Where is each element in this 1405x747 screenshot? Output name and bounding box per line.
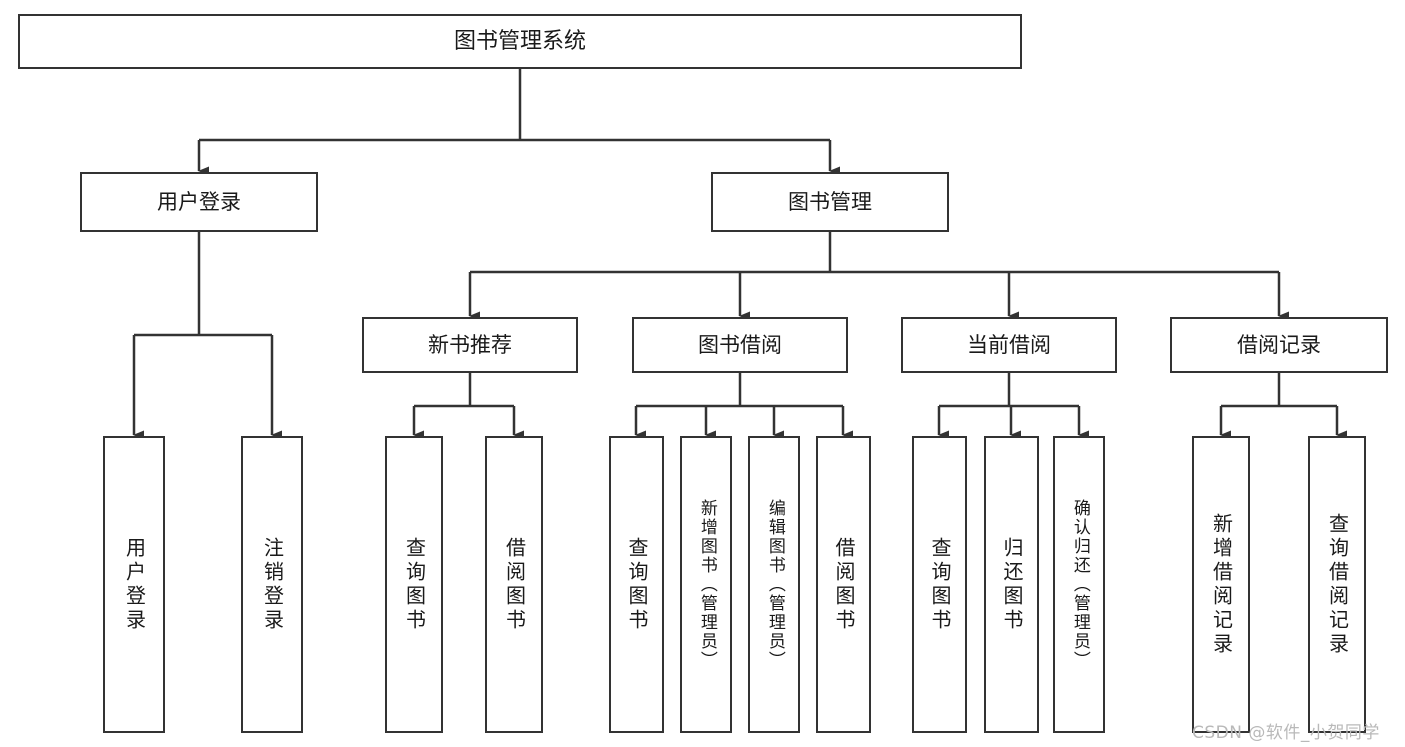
node-leaf-borrow-book-rec[interactable]: 借阅图书: [485, 436, 543, 733]
node-label: 借阅图书: [832, 536, 856, 633]
node-leaf-logout[interactable]: 注销登录: [241, 436, 303, 733]
node-leaf-add-book[interactable]: 新增图书（管理员）: [680, 436, 732, 733]
node-leaf-borrow-book[interactable]: 借阅图书: [816, 436, 871, 733]
node-leaf-query-book-cur[interactable]: 查询图书: [912, 436, 967, 733]
node-label: 查询图书: [402, 536, 427, 633]
node-user-login[interactable]: 用户登录: [80, 172, 318, 232]
node-leaf-add-record[interactable]: 新增借阅记录: [1192, 436, 1250, 733]
node-leaf-query-book-rec[interactable]: 查询图书: [385, 436, 443, 733]
node-root[interactable]: 图书管理系统: [18, 14, 1022, 69]
node-borrow-records[interactable]: 借阅记录: [1170, 317, 1388, 373]
node-label: 查询借阅记录: [1325, 512, 1350, 657]
node-label: 查询图书: [928, 536, 952, 633]
node-leaf-user-login[interactable]: 用户登录: [103, 436, 165, 733]
node-label: 用户登录: [122, 536, 147, 633]
node-label: 新书推荐: [428, 332, 512, 357]
connector-lines: [132, 69, 1347, 440]
node-label: 查询图书: [625, 536, 649, 633]
node-new-book-recommend[interactable]: 新书推荐: [362, 317, 578, 373]
node-label: 图书管理: [788, 189, 872, 214]
node-label: 注销登录: [260, 536, 285, 633]
node-book-borrow[interactable]: 图书借阅: [632, 317, 848, 373]
node-leaf-confirm-return[interactable]: 确认归还（管理员）: [1053, 436, 1105, 733]
node-label: 当前借阅: [967, 332, 1051, 357]
node-label: 用户登录: [157, 189, 241, 214]
node-label: 编辑图书（管理员）: [764, 499, 785, 670]
node-label: 归还图书: [1000, 536, 1024, 633]
node-label: 确认归还（管理员）: [1069, 499, 1090, 670]
node-label: 图书管理系统: [453, 28, 586, 54]
node-label: 图书借阅: [698, 332, 782, 357]
node-leaf-query-book-borrow[interactable]: 查询图书: [609, 436, 664, 733]
node-leaf-return-book[interactable]: 归还图书: [984, 436, 1039, 733]
node-label: 借阅记录: [1237, 332, 1321, 357]
node-leaf-edit-book[interactable]: 编辑图书（管理员）: [748, 436, 800, 733]
node-label: 借阅图书: [502, 536, 527, 633]
node-label: 新增图书（管理员）: [696, 499, 717, 670]
node-leaf-query-record[interactable]: 查询借阅记录: [1308, 436, 1366, 733]
node-label: 新增借阅记录: [1209, 512, 1234, 657]
node-current-borrow[interactable]: 当前借阅: [901, 317, 1117, 373]
node-book-management[interactable]: 图书管理: [711, 172, 949, 232]
